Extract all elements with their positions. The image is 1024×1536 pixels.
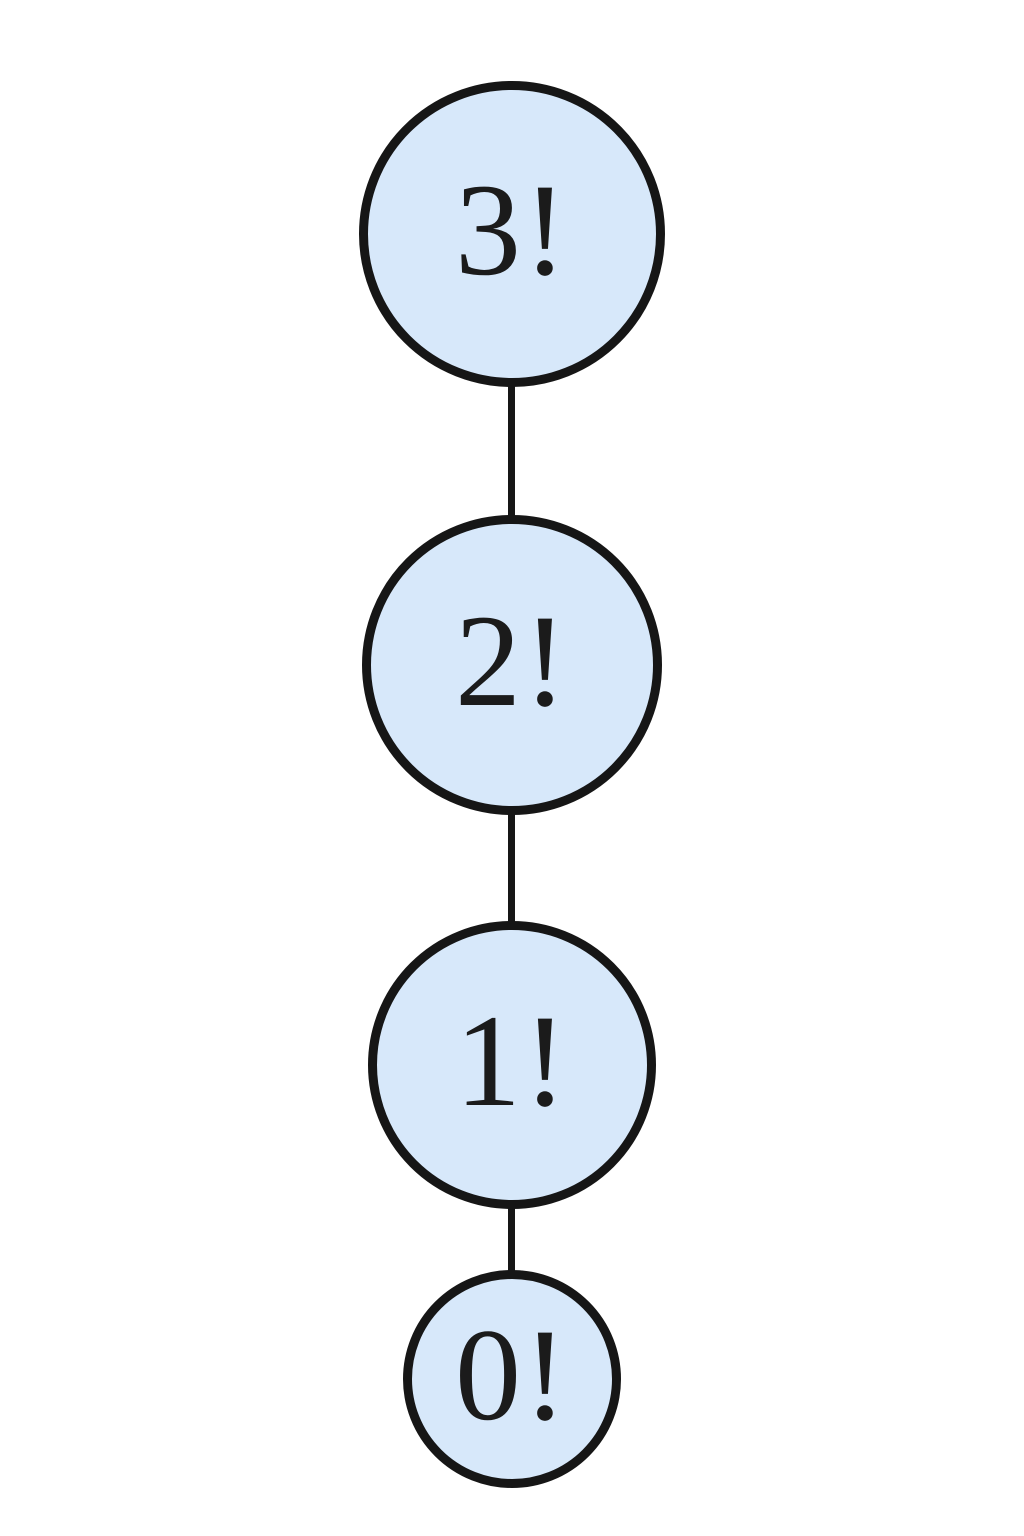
node-3-factorial-label: 3! xyxy=(455,156,569,303)
node-0-factorial: 0! xyxy=(403,1270,621,1488)
node-1-factorial-label: 1! xyxy=(455,987,569,1134)
node-2-factorial: 2! xyxy=(362,515,662,815)
edge-2-to-1 xyxy=(508,665,515,1065)
node-0-factorial-label: 0! xyxy=(455,1301,569,1448)
node-2-factorial-label: 2! xyxy=(455,587,569,734)
node-3-factorial: 3! xyxy=(359,81,665,387)
edge-1-to-0 xyxy=(508,1065,515,1379)
edge-3-to-2 xyxy=(508,234,515,665)
node-1-factorial: 1! xyxy=(368,921,656,1209)
